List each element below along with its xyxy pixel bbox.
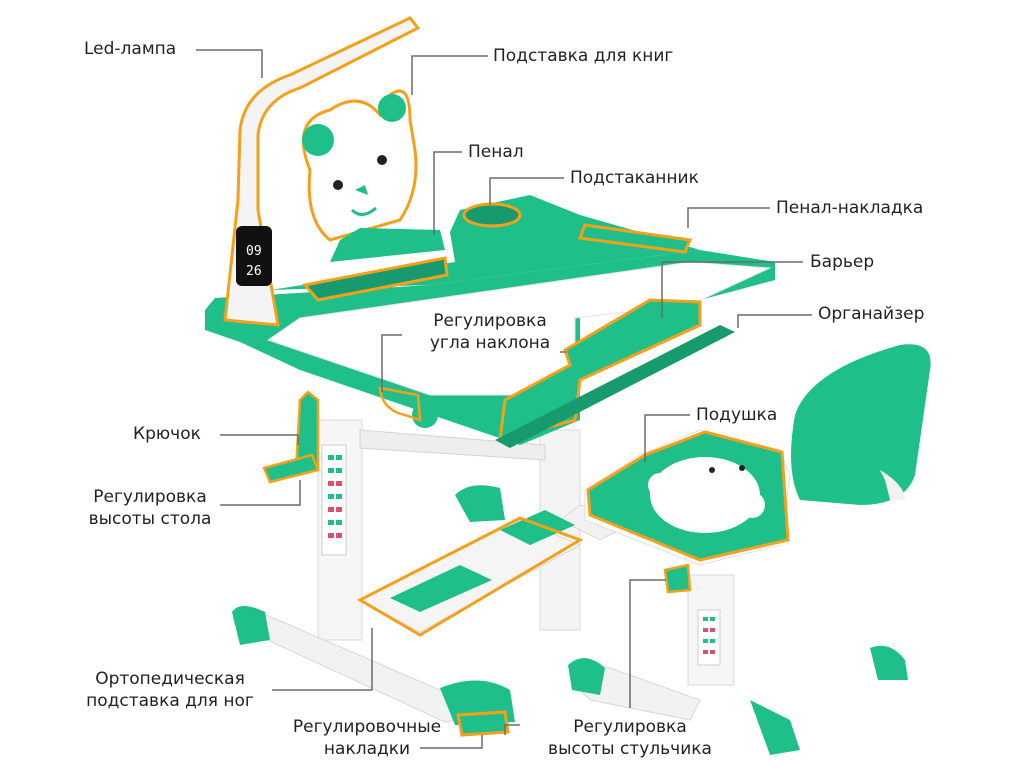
label-adjust-pads-line1: Регулировочные	[292, 717, 442, 737]
label-table-height: Регулировка высоты стола	[70, 486, 230, 530]
lamp-temp: 26	[246, 264, 262, 279]
desk-back-shelf	[270, 195, 700, 290]
organizer	[495, 325, 735, 448]
led-lamp: 09 26	[223, 16, 421, 327]
label-cushion: Подушка	[696, 405, 778, 425]
lamp-time: 09	[246, 244, 262, 259]
cup-holder	[462, 202, 522, 228]
label-table-height-line2: высоты стола	[88, 509, 212, 529]
book-stand	[301, 89, 445, 262]
footrest	[356, 510, 584, 637]
tilt-knob	[378, 386, 438, 428]
leader-lines	[196, 49, 812, 749]
height-crank	[262, 453, 320, 484]
label-table-height-line1: Регулировка	[93, 487, 207, 507]
chair	[568, 344, 931, 755]
adjust-pads	[456, 710, 510, 737]
label-barrier: Барьер	[810, 252, 875, 272]
pencil-case	[302, 256, 449, 302]
label-adjust-pads: Регулировочные накладки	[272, 716, 462, 760]
label-footrest-line1: Ортопедическая	[95, 669, 245, 689]
label-footrest: Ортопедическая подставка для ног	[70, 668, 270, 712]
pencil-pad	[577, 223, 693, 254]
desk-foot-front	[232, 606, 515, 725]
label-tilt-adjust-line2: угла наклона	[429, 333, 551, 353]
label-footrest-line2: подставка для ног	[86, 691, 254, 711]
label-book-stand: Подставка для книг	[493, 46, 674, 66]
label-hook: Крючок	[133, 424, 201, 444]
label-tilt-adjust-line1: Регулировка	[433, 311, 547, 331]
label-led-lamp: Led-лампа	[84, 39, 177, 59]
label-adjust-pads-line2: накладки	[323, 739, 411, 759]
chair-height-scale	[697, 609, 721, 666]
height-scale	[321, 444, 347, 556]
label-tilt-adjust: Регулировка угла наклона	[410, 310, 570, 354]
desk-crossbar	[359, 429, 546, 461]
label-chair-height-line2: высоты стульчика	[548, 739, 712, 759]
label-pencil-case: Пенал	[468, 142, 524, 162]
label-cup-holder: Подстаканник	[570, 168, 699, 188]
label-chair-height: Регулировка высоты стульчика	[530, 716, 730, 760]
label-pencil-pad: Пенал-накладка	[776, 198, 924, 218]
label-organizer: Органайзер	[818, 304, 925, 324]
label-chair-height-line1: Регулировка	[573, 717, 687, 737]
